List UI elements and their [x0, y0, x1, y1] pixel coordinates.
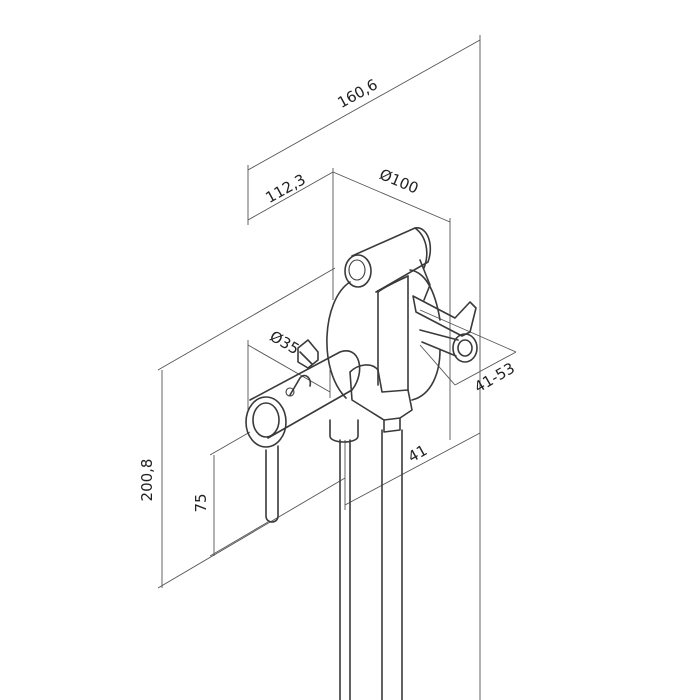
ext-line-wall-upper [419, 309, 517, 353]
ext-line-75-bottom [209, 521, 269, 557]
label-outlet-offset: 41 [405, 441, 430, 466]
label-total-height: 200,8 [138, 459, 156, 502]
label-wall-depth-range: 41-53 [471, 359, 518, 396]
dim-line-wall-depth [454, 351, 517, 386]
handle-cap-inner [252, 402, 280, 438]
flange-edge-upper [409, 269, 441, 321]
flange-edge-left [326, 281, 351, 399]
ext-line-75-top [209, 431, 251, 456]
bracket-arm-lower [421, 341, 457, 357]
ext-line-bottom-height [157, 477, 346, 589]
label-handle-diameter: Ø35 [267, 327, 303, 358]
ext-line-top-height [157, 267, 336, 371]
shower-head-face [344, 254, 372, 288]
lever-handle [265, 445, 279, 523]
dim-line-overall-width [247, 39, 481, 171]
valve-indicator [285, 387, 295, 397]
shower-head-body [351, 227, 432, 293]
bracket-arm [419, 329, 459, 341]
shower-head-end [414, 227, 428, 269]
faucet-drawing [245, 227, 478, 700]
dimension-labels: 160,6 112,3 Ø100 Ø35 200,8 75 41 41-53 [138, 75, 518, 512]
handset-grip-top [377, 275, 409, 293]
mount-bracket [412, 295, 477, 337]
dim-line-handle-dia [247, 344, 331, 393]
holder-clip-neck [383, 417, 401, 433]
dim-line-flange [332, 171, 451, 223]
dim-line-outlet-offset [344, 432, 481, 506]
connector-ring-outer [452, 333, 478, 363]
label-depth: 112,3 [262, 170, 308, 207]
ext-line-wall-lower [419, 344, 456, 386]
handle-cap-outer [245, 396, 287, 448]
label-overall-width: 160,6 [334, 75, 380, 112]
dim-line-depth [247, 171, 334, 221]
label-flange-diameter: Ø100 [377, 165, 421, 197]
valve-body-detail [289, 374, 312, 396]
shower-head-spray-pattern [348, 259, 366, 281]
mount-lug-left [297, 339, 319, 369]
label-handle-height: 75 [192, 493, 210, 512]
valve-outlet [329, 419, 359, 443]
connector-ring-inner [457, 339, 473, 357]
shower-head-bracket-edge [419, 259, 431, 301]
dimension-lines [157, 35, 517, 700]
flange-edge-right [411, 349, 441, 401]
mount-lug-left-detail [299, 351, 313, 365]
valve-body [249, 350, 361, 439]
